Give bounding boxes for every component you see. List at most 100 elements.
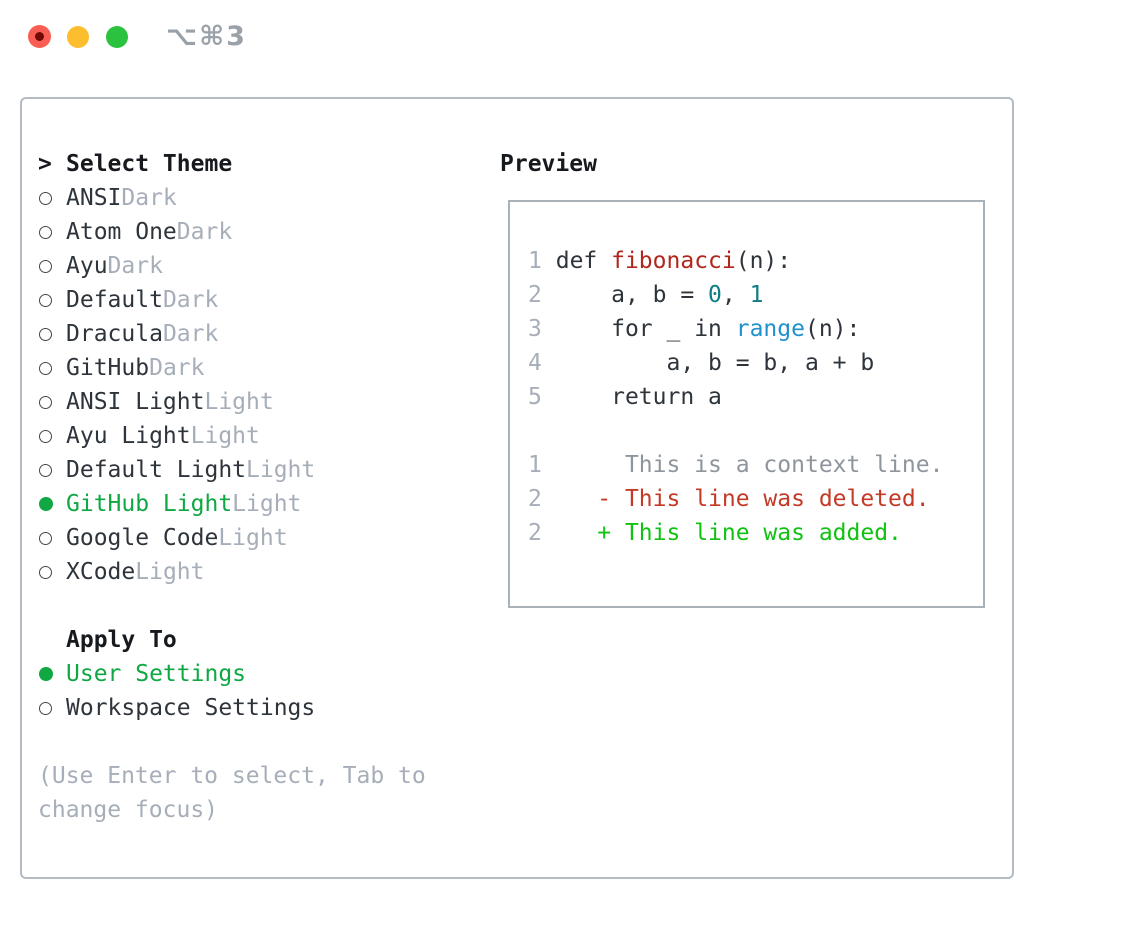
apply-option-workspace-settings[interactable]: Workspace Settings: [38, 691, 426, 725]
theme-variant-badge: Dark: [107, 253, 163, 279]
apply-option-label: Workspace Settings: [66, 695, 316, 721]
apply-option-user-settings[interactable]: User Settings: [38, 657, 426, 691]
record-dot-icon: [35, 32, 44, 41]
code-token-fg: ,: [721, 282, 750, 308]
code-token-number: 0: [708, 282, 722, 308]
code-token-builtin: range: [735, 316, 805, 342]
theme-option-default-light[interactable]: Default Light Light: [38, 453, 426, 487]
theme-name: Default: [66, 287, 163, 313]
spacer: [38, 589, 426, 623]
zoom-button[interactable]: [106, 26, 128, 48]
theme-name: Ayu Light: [66, 423, 191, 449]
theme-name: Dracula: [66, 321, 163, 347]
code-token-fg: def: [555, 248, 612, 274]
theme-option-github-light[interactable]: GitHub Light Light: [38, 487, 426, 521]
theme-name: Ayu: [66, 253, 108, 279]
theme-option-google-code[interactable]: Google Code Light: [38, 521, 426, 555]
theme-variant-badge: Light: [190, 423, 260, 449]
code-token-fg: for _ in: [555, 316, 736, 342]
line-number: 1: [528, 452, 542, 478]
window-title: ⌥⌘3: [166, 21, 247, 52]
radio-selected-icon: [38, 667, 66, 681]
preview-line-code: 1 def fibonacci(n):: [528, 244, 983, 278]
minimize-button[interactable]: [67, 26, 89, 48]
theme-option-ansi[interactable]: ANSI Dark: [38, 181, 426, 215]
apply-to-header: Apply To: [38, 623, 426, 657]
theme-variant-badge: Light: [135, 559, 205, 585]
close-button[interactable]: [28, 25, 51, 48]
preview-line-added: 2 + This line was added.: [528, 516, 983, 550]
theme-name: GitHub Light: [66, 491, 233, 517]
theme-variant-badge: Light: [204, 389, 274, 415]
radio-unselected-icon: [38, 327, 66, 341]
theme-name: ANSI Light: [66, 389, 205, 415]
theme-name: GitHub: [66, 355, 150, 381]
preview-line-blank: [528, 414, 983, 448]
spacer: [38, 725, 426, 759]
theme-variant-badge: Light: [246, 457, 316, 483]
theme-variant-badge: Dark: [162, 321, 219, 347]
theme-name: XCode: [66, 559, 136, 585]
radio-unselected-icon: [38, 293, 66, 307]
line-number: 4: [528, 350, 542, 376]
code-token-context: This is a context line.: [555, 452, 944, 478]
radio-unselected-icon: [38, 395, 66, 409]
apply-to-title: Apply To: [66, 627, 177, 653]
preview-line-code: 5 return a: [528, 380, 983, 414]
theme-option-github[interactable]: GitHub Dark: [38, 351, 426, 385]
theme-option-default[interactable]: Default Dark: [38, 283, 426, 317]
theme-option-ayu[interactable]: Ayu Dark: [38, 249, 426, 283]
selection-cursor: >: [38, 151, 52, 177]
theme-variant-badge: Dark: [149, 355, 205, 381]
code-token-number: 1: [749, 282, 764, 308]
code-token-fg: return a: [555, 384, 722, 410]
radio-unselected-icon: [38, 259, 66, 273]
preview-line-code: 4 a, b = b, a + b: [528, 346, 983, 380]
preview-header: Preview: [500, 151, 597, 177]
code-token-function: fibonacci: [611, 248, 736, 274]
line-number: 2: [528, 520, 542, 546]
apply-option-label: User Settings: [66, 661, 247, 687]
theme-name: ANSI: [66, 185, 122, 211]
code-token-fg: (n):: [735, 248, 792, 274]
code-token-deleted: - This line was deleted.: [555, 486, 930, 512]
theme-name: Default Light: [66, 457, 247, 483]
code-token-fg: a, b =: [555, 282, 709, 308]
theme-option-atom-one[interactable]: Atom One Dark: [38, 215, 426, 249]
theme-variant-badge: Light: [232, 491, 302, 517]
theme-name: Google Code: [66, 525, 219, 551]
radio-selected-icon: [38, 497, 66, 511]
line-number: 2: [528, 282, 542, 308]
select-theme-header: >Select Theme: [38, 147, 426, 181]
preview-line-context: 1 This is a context line.: [528, 448, 983, 482]
radio-unselected-icon: [38, 429, 66, 443]
radio-unselected-icon: [38, 225, 66, 239]
theme-option-xcode[interactable]: XCode Light: [38, 555, 426, 589]
theme-variant-badge: Dark: [176, 219, 233, 245]
theme-option-dracula[interactable]: Dracula Dark: [38, 317, 426, 351]
hint-line-2: change focus): [38, 797, 219, 823]
preview-line-code: 3 for _ in range(n):: [528, 312, 983, 346]
preview-line-code: 2 a, b = 0, 1: [528, 278, 983, 312]
radio-unselected-icon: [38, 701, 66, 715]
theme-name: Atom One: [66, 219, 177, 245]
line-number: 1: [528, 248, 542, 274]
theme-variant-badge: Light: [218, 525, 288, 551]
code-token-fg: (n):: [804, 316, 861, 342]
preview-line-deleted: 2 - This line was deleted.: [528, 482, 983, 516]
theme-variant-badge: Dark: [162, 287, 219, 313]
code-token-fg: a, b = b, a + b: [555, 350, 875, 376]
theme-variant-badge: Dark: [121, 185, 177, 211]
theme-option-ansi-light[interactable]: ANSI Light Light: [38, 385, 426, 419]
hint-text: (Use Enter to select, Tab to change focu…: [38, 759, 426, 827]
radio-unselected-icon: [38, 565, 66, 579]
line-number: 3: [528, 316, 542, 342]
radio-unselected-icon: [38, 531, 66, 545]
theme-option-ayu-light[interactable]: Ayu Light Light: [38, 419, 426, 453]
